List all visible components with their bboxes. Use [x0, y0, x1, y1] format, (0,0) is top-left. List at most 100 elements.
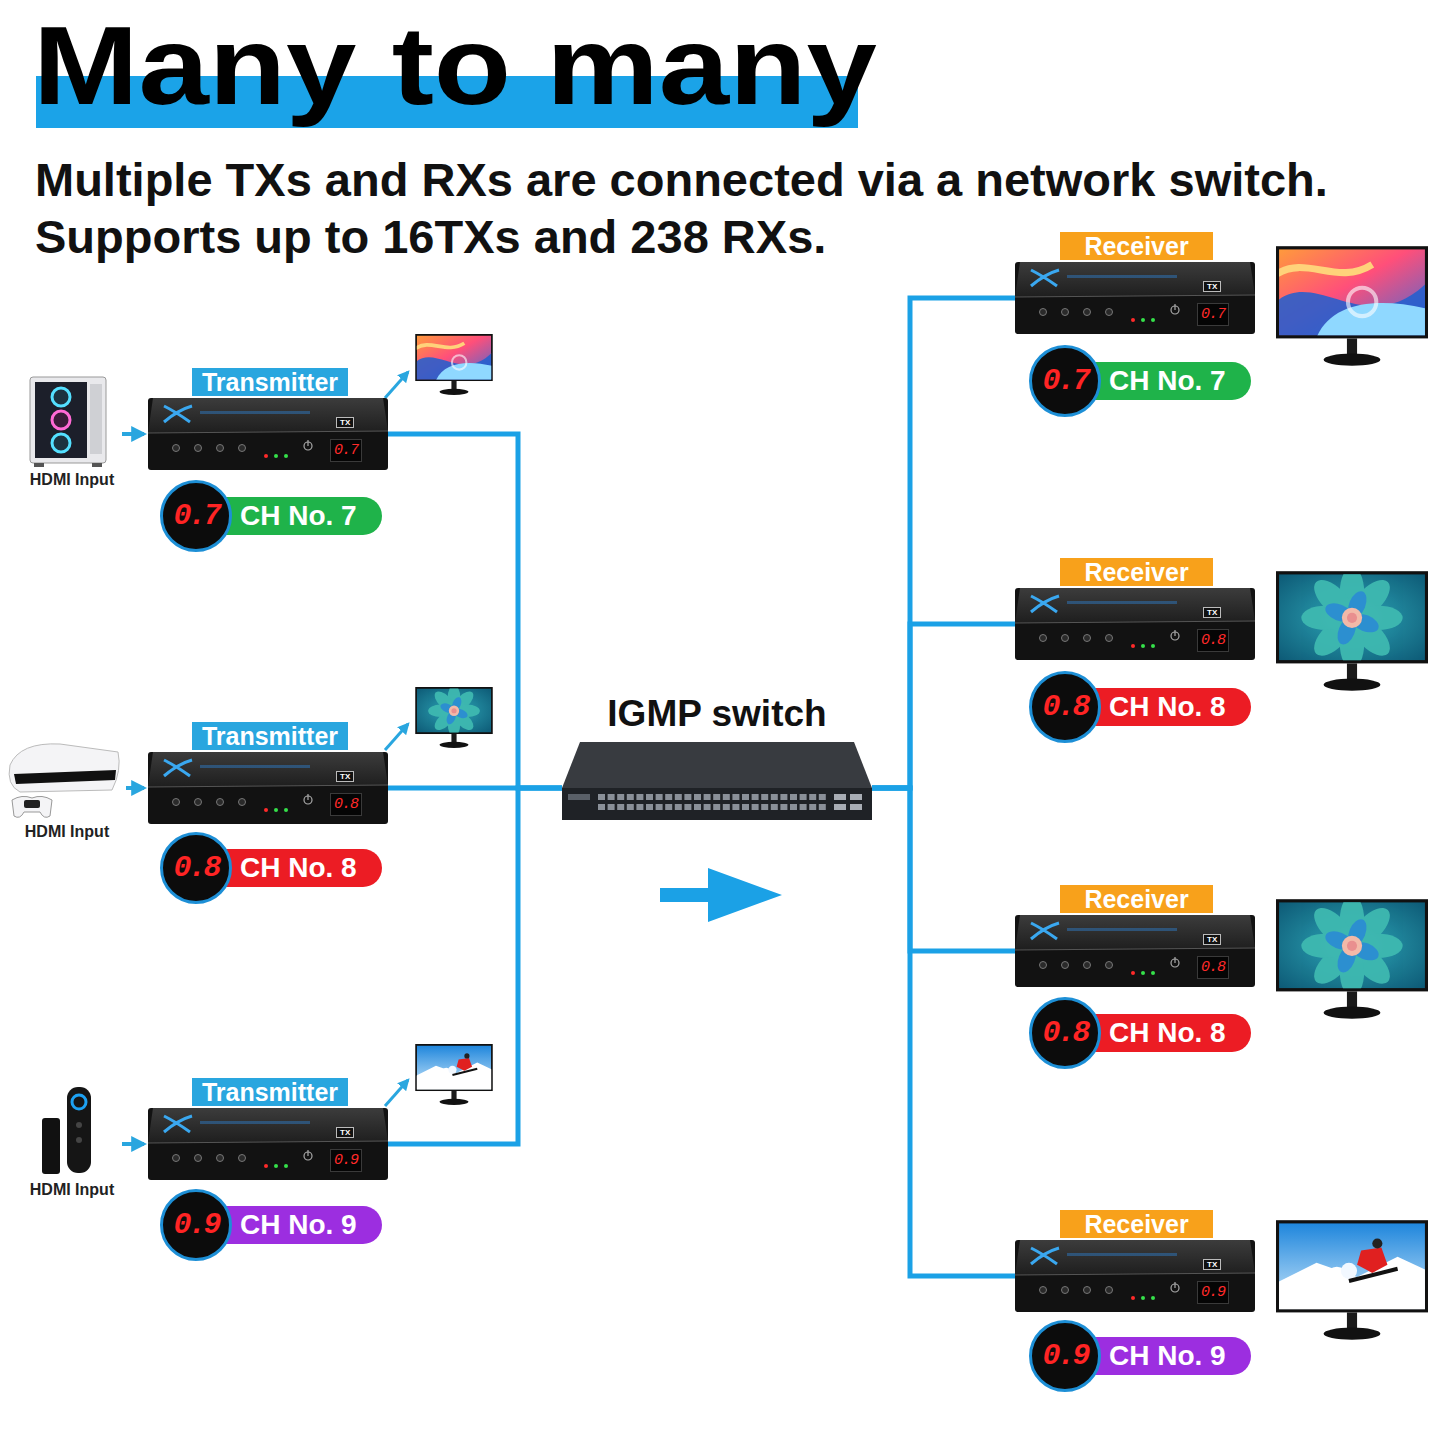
network-switch-body — [617, 804, 624, 810]
network-switch-body — [636, 794, 643, 800]
unit-tag: Receiver — [1060, 558, 1213, 586]
network-cable — [388, 788, 562, 1144]
channel-badge: CH No. 80.8 — [1029, 671, 1251, 743]
extender-body — [200, 765, 310, 768]
network-switch-body — [665, 804, 672, 810]
extender-body — [148, 752, 388, 824]
switch-label: IGMP switch — [522, 692, 912, 736]
game-console-illustration — [14, 770, 116, 784]
extender-body — [284, 454, 288, 458]
network-switch-body — [800, 794, 807, 800]
extender-body — [1141, 1296, 1145, 1300]
flow-arrow — [660, 868, 782, 922]
network-switch-body — [780, 804, 787, 810]
extender-body — [1106, 962, 1113, 969]
network-switch-body — [809, 794, 816, 800]
badge-circle: 0.9 — [160, 1189, 232, 1261]
channel-digits: 0.8 — [1042, 1000, 1087, 1066]
game-console-illustration — [9, 744, 119, 792]
network-switch-body — [752, 794, 759, 800]
game-console-illustration — [12, 796, 52, 817]
unit-model-label: TX — [336, 771, 354, 782]
network-switch-body — [656, 804, 663, 810]
display-monitor — [1276, 1220, 1428, 1340]
pc-tower-illustration — [35, 382, 87, 458]
unit-model-label: TX — [336, 417, 354, 428]
extender-body — [307, 794, 308, 800]
extender-body — [148, 752, 388, 787]
extender-body — [1067, 1253, 1177, 1256]
extender-body — [1131, 318, 1135, 322]
network-switch-body — [627, 794, 634, 800]
network-switch-body — [780, 794, 787, 800]
channel-badge: CH No. 90.9 — [160, 1189, 382, 1261]
extender-body — [1062, 962, 1069, 969]
channel-digits: 0.7 — [1042, 348, 1087, 414]
hdmi-source: HDMI Input — [22, 372, 122, 490]
unit-model-label: TX — [1203, 1259, 1221, 1270]
network-switch-body — [850, 804, 862, 810]
network-switch-body — [608, 794, 615, 800]
unit-tag: Transmitter — [192, 722, 348, 750]
unit-model-label: TX — [1203, 607, 1221, 618]
network-switch-body — [684, 794, 691, 800]
source-label: HDMI Input — [0, 822, 146, 842]
extender-body — [239, 799, 246, 806]
unit-model-label: TX — [1203, 934, 1221, 945]
network-switch-body — [732, 804, 739, 810]
extender-body — [1062, 1287, 1069, 1294]
extender-body — [239, 1155, 246, 1162]
network-switch-body — [598, 804, 605, 810]
extender-body — [195, 799, 202, 806]
network-switch-body — [704, 794, 711, 800]
extender-body — [1141, 644, 1145, 648]
extender-body — [200, 1121, 310, 1124]
unit-tag: Transmitter — [192, 368, 348, 396]
extender-body — [274, 808, 278, 812]
extender-body — [1131, 644, 1135, 648]
extender-body — [164, 406, 192, 422]
extender-body — [1031, 596, 1059, 612]
pc-tower-illustration — [52, 434, 70, 452]
loopout-monitor — [415, 334, 493, 395]
channel-digits: 0.9 — [1042, 1323, 1087, 1389]
extender-body — [1141, 971, 1145, 975]
extender-body — [1174, 304, 1175, 310]
channel-name: CH No. 7 — [240, 497, 357, 535]
streaming-stick-illustration — [42, 1087, 91, 1174]
extender-body — [284, 808, 288, 812]
extender-body — [173, 445, 180, 452]
network-switch-body — [809, 804, 816, 810]
network-switch-body — [742, 794, 749, 800]
extender-body — [1015, 915, 1255, 950]
extender-body — [1015, 262, 1255, 334]
streaming-stick-illustration — [72, 1095, 86, 1109]
extender-body — [1031, 923, 1059, 939]
pc-tower-illustration — [52, 411, 70, 429]
extender-body — [1084, 962, 1091, 969]
source-label: HDMI Input — [2, 1180, 142, 1200]
source-label: HDMI Input — [2, 470, 142, 490]
network-switch-body — [608, 804, 615, 810]
channel-name: CH No. 8 — [1109, 1014, 1226, 1052]
network-switch-body — [800, 804, 807, 810]
pc-tower-illustration — [30, 377, 106, 463]
extender-body — [1031, 270, 1059, 286]
network-switch-body — [790, 794, 797, 800]
extender-body — [217, 1155, 224, 1162]
extender-body — [264, 454, 268, 458]
extender-unit: TransmitterTX0.9 — [148, 1108, 388, 1180]
network-switch-body — [684, 804, 691, 810]
network-switch-body — [656, 794, 663, 800]
extender-body — [1015, 262, 1255, 297]
unit-tag: Receiver — [1060, 1210, 1213, 1238]
subtitle-text: Multiple TXs and RXs are connected via a… — [35, 152, 1328, 208]
extender-body — [200, 411, 310, 414]
extender-body — [1141, 318, 1145, 322]
network-switch-body — [694, 804, 701, 810]
network-switch-body — [675, 794, 682, 800]
diagram-title: Many to many — [33, 10, 877, 122]
extender-body — [264, 1164, 268, 1168]
channel-display: 0.8 — [330, 793, 362, 816]
network-cable — [872, 788, 1015, 1276]
